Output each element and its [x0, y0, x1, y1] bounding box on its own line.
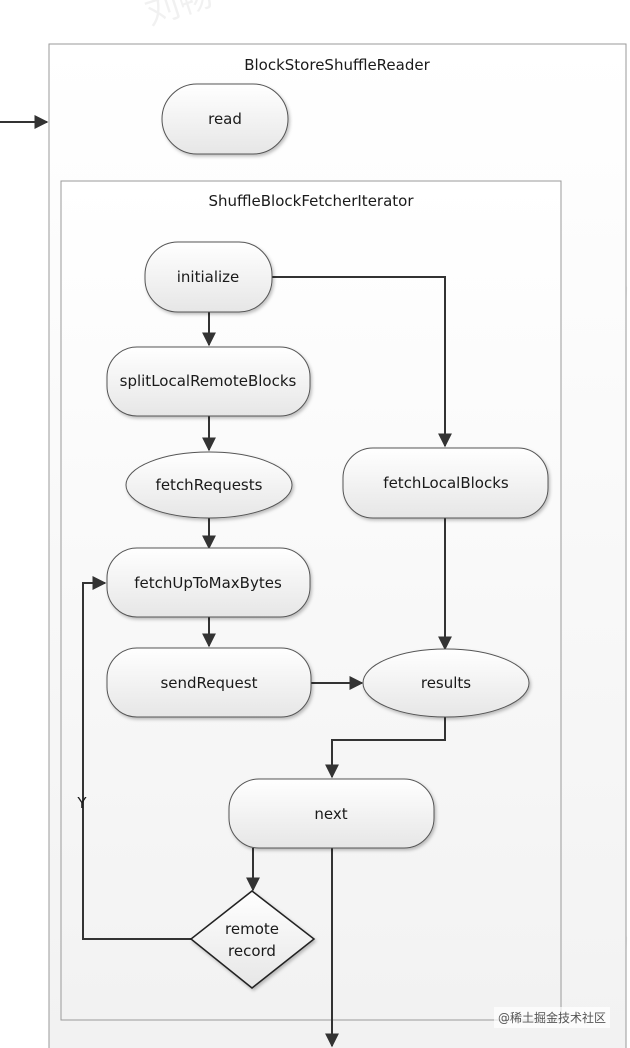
outer-container-title: BlockStoreShuffleReader: [244, 56, 430, 74]
results-label: results: [421, 674, 471, 692]
watermark-text: 刘畅 8667: [140, 0, 310, 34]
fetchlocal-node: [342, 447, 549, 519]
split-node: [106, 346, 311, 417]
inner-container-title: ShuffleBlockFetcherIterator: [208, 192, 414, 210]
next-label: next: [314, 805, 347, 823]
edge-results-next: [325, 717, 446, 779]
initialize-node: [144, 241, 273, 313]
split-label: splitLocalRemoteBlocks: [120, 372, 297, 390]
remote-record-label-line1: remote: [225, 920, 279, 938]
edge-label-yes: Y: [76, 794, 87, 812]
site-credit: @稀土掘金技术社区: [493, 1007, 610, 1028]
remote-record-decision: [189, 890, 316, 989]
initialize-label: initialize: [177, 268, 240, 286]
read-node: [161, 83, 289, 155]
fetchrequests-label: fetchRequests: [156, 476, 263, 494]
read-label: read: [208, 110, 242, 128]
fetchlocal-label: fetchLocalBlocks: [383, 474, 509, 492]
remote-record-label-line2: record: [228, 942, 276, 960]
sendrequest-node: [106, 647, 312, 718]
sendrequest-label: sendRequest: [160, 674, 257, 692]
next-node: [228, 778, 435, 849]
edge-initialize-fetchlocal: [272, 276, 452, 448]
fetchupto-node: [106, 547, 311, 618]
edge-remote-fetchupto: [82, 576, 191, 940]
fetchrequests-node: [125, 451, 293, 519]
fetchupto-label: fetchUpToMaxBytes: [134, 574, 282, 592]
results-node: [362, 648, 530, 718]
